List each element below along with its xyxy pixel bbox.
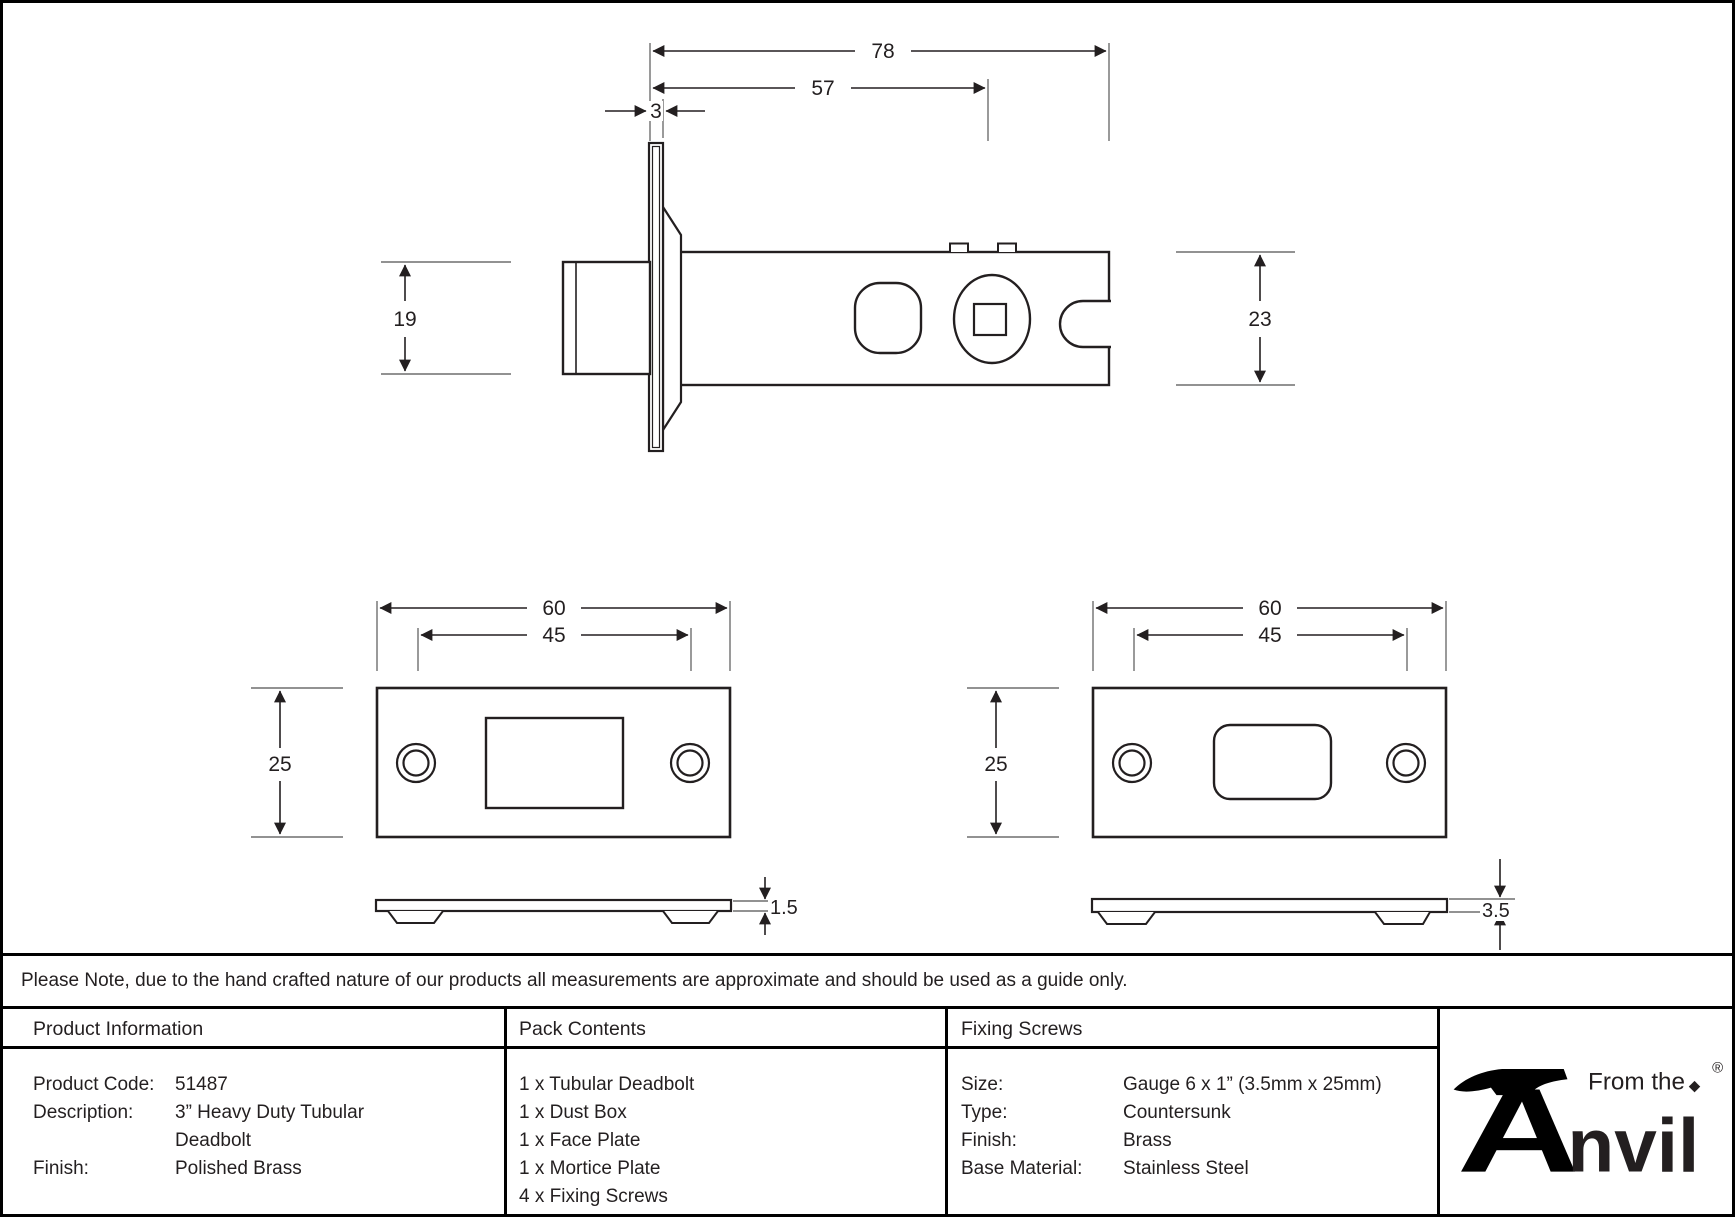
dim-hole-spacing-label: 45 [1258, 624, 1281, 647]
deadbolt-bolt [561, 260, 652, 376]
brand-logo-cell: nvil From the ◆ ® [1440, 1009, 1732, 1214]
case-tab [997, 242, 1017, 252]
dim-height-label: 25 [984, 753, 1007, 776]
screw-type-value: Countersunk [1123, 1102, 1231, 1123]
mortice-plate-view: 60 45 25 [967, 597, 1520, 950]
countersunk-boss [662, 910, 719, 924]
column-divider [504, 1009, 507, 1214]
case-notch [1058, 299, 1111, 349]
screw-material-value: Stainless Steel [1123, 1158, 1249, 1179]
finish-value: Polished Brass [175, 1158, 302, 1179]
technical-drawing: 78 57 3 [251, 40, 1520, 950]
bolt-opening-rounded [1212, 723, 1333, 801]
countersunk-boss [1097, 911, 1156, 925]
anvil-icon [1453, 1069, 1575, 1172]
deadbolt-side-view: 78 57 3 [381, 40, 1295, 453]
screw-finish-label: Finish: [961, 1130, 1017, 1151]
description-label: Description: [33, 1102, 134, 1123]
pack-item: 1 x Mortice Plate [519, 1158, 661, 1179]
face-plate-edge-view [374, 898, 733, 913]
pack-item: 4 x Fixing Screws [519, 1186, 668, 1207]
product-information-header: Product Information [33, 1018, 204, 1040]
dim-faceplate-thickness-label: 3 [650, 100, 662, 123]
countersunk-boss [387, 910, 444, 924]
screw-finish-value: Brass [1123, 1130, 1172, 1151]
extension-lines [381, 43, 1295, 386]
dim-width-label: 60 [542, 597, 565, 620]
screw-hole-inner [1118, 749, 1146, 777]
screw-material-label: Base Material: [961, 1158, 1083, 1179]
dim-text-mask [649, 101, 663, 121]
pack-item: 1 x Face Plate [519, 1130, 641, 1151]
diamond-icon: ◆ [1689, 1077, 1701, 1094]
screw-size-value: Gauge 6 x 1” (3.5mm x 25mm) [1123, 1074, 1382, 1095]
finish-label: Finish: [33, 1158, 89, 1179]
case-tab [949, 242, 969, 252]
dim-hole-spacing-label: 45 [542, 624, 565, 647]
product-code-label: Product Code: [33, 1074, 155, 1095]
dust-box-collar [661, 203, 683, 434]
dim-height-label: 25 [268, 753, 291, 776]
bolt-opening [484, 716, 625, 810]
dim-bolt-height-label: 19 [393, 308, 416, 331]
oval-hole [853, 281, 923, 355]
faceplate-edge-inner [651, 145, 661, 449]
pack-item: 1 x Tubular Deadbolt [519, 1074, 695, 1095]
face-plate-view: 60 45 25 [251, 597, 806, 935]
note-text: Please Note, due to the hand crafted nat… [21, 970, 1128, 991]
screw-hole-inner [1392, 749, 1420, 777]
screw-size-label: Size: [961, 1074, 1004, 1095]
extension-lines [251, 601, 731, 838]
dim-overall-length-label: 78 [871, 40, 894, 63]
dim-case-height-label: 23 [1248, 308, 1271, 331]
product-code-value: 51487 [175, 1074, 228, 1095]
screw-hole-inner [402, 749, 430, 777]
header-divider [3, 1046, 1437, 1049]
logo-name-rest: nvil [1567, 1104, 1699, 1181]
screw-type-label: Type: [961, 1102, 1008, 1123]
dim-thickness-label: 3.5 [1482, 900, 1510, 922]
pack-item: 1 x Dust Box [519, 1102, 627, 1123]
dim-backset-label: 57 [811, 77, 834, 100]
description-value: 3” Heavy Duty Tubular Deadbolt [175, 1102, 365, 1151]
dim-text-mask [768, 896, 806, 918]
extension-lines [967, 601, 1447, 838]
column-divider [1437, 1009, 1440, 1214]
pack-contents-header: Pack Contents [519, 1018, 646, 1040]
registered-trademark-icon: ® [1712, 1060, 1723, 1077]
mortice-plate-edge-view [1090, 897, 1449, 914]
dim-thickness-label: 1.5 [770, 897, 798, 919]
screw-hole-inner [676, 749, 704, 777]
spindle-square-hole [972, 302, 1008, 337]
from-the-anvil-logo: nvil From the ◆ ® [1453, 1060, 1723, 1181]
dim-text-mask [1480, 900, 1520, 921]
countersunk-boss [1374, 911, 1431, 925]
logo-prefix: From the [1588, 1069, 1685, 1096]
fixing-screws-header: Fixing Screws [961, 1018, 1083, 1040]
column-divider [945, 1009, 948, 1214]
dim-width-label: 60 [1258, 597, 1281, 620]
measurement-note: Please Note, due to the hand crafted nat… [3, 953, 1732, 1009]
